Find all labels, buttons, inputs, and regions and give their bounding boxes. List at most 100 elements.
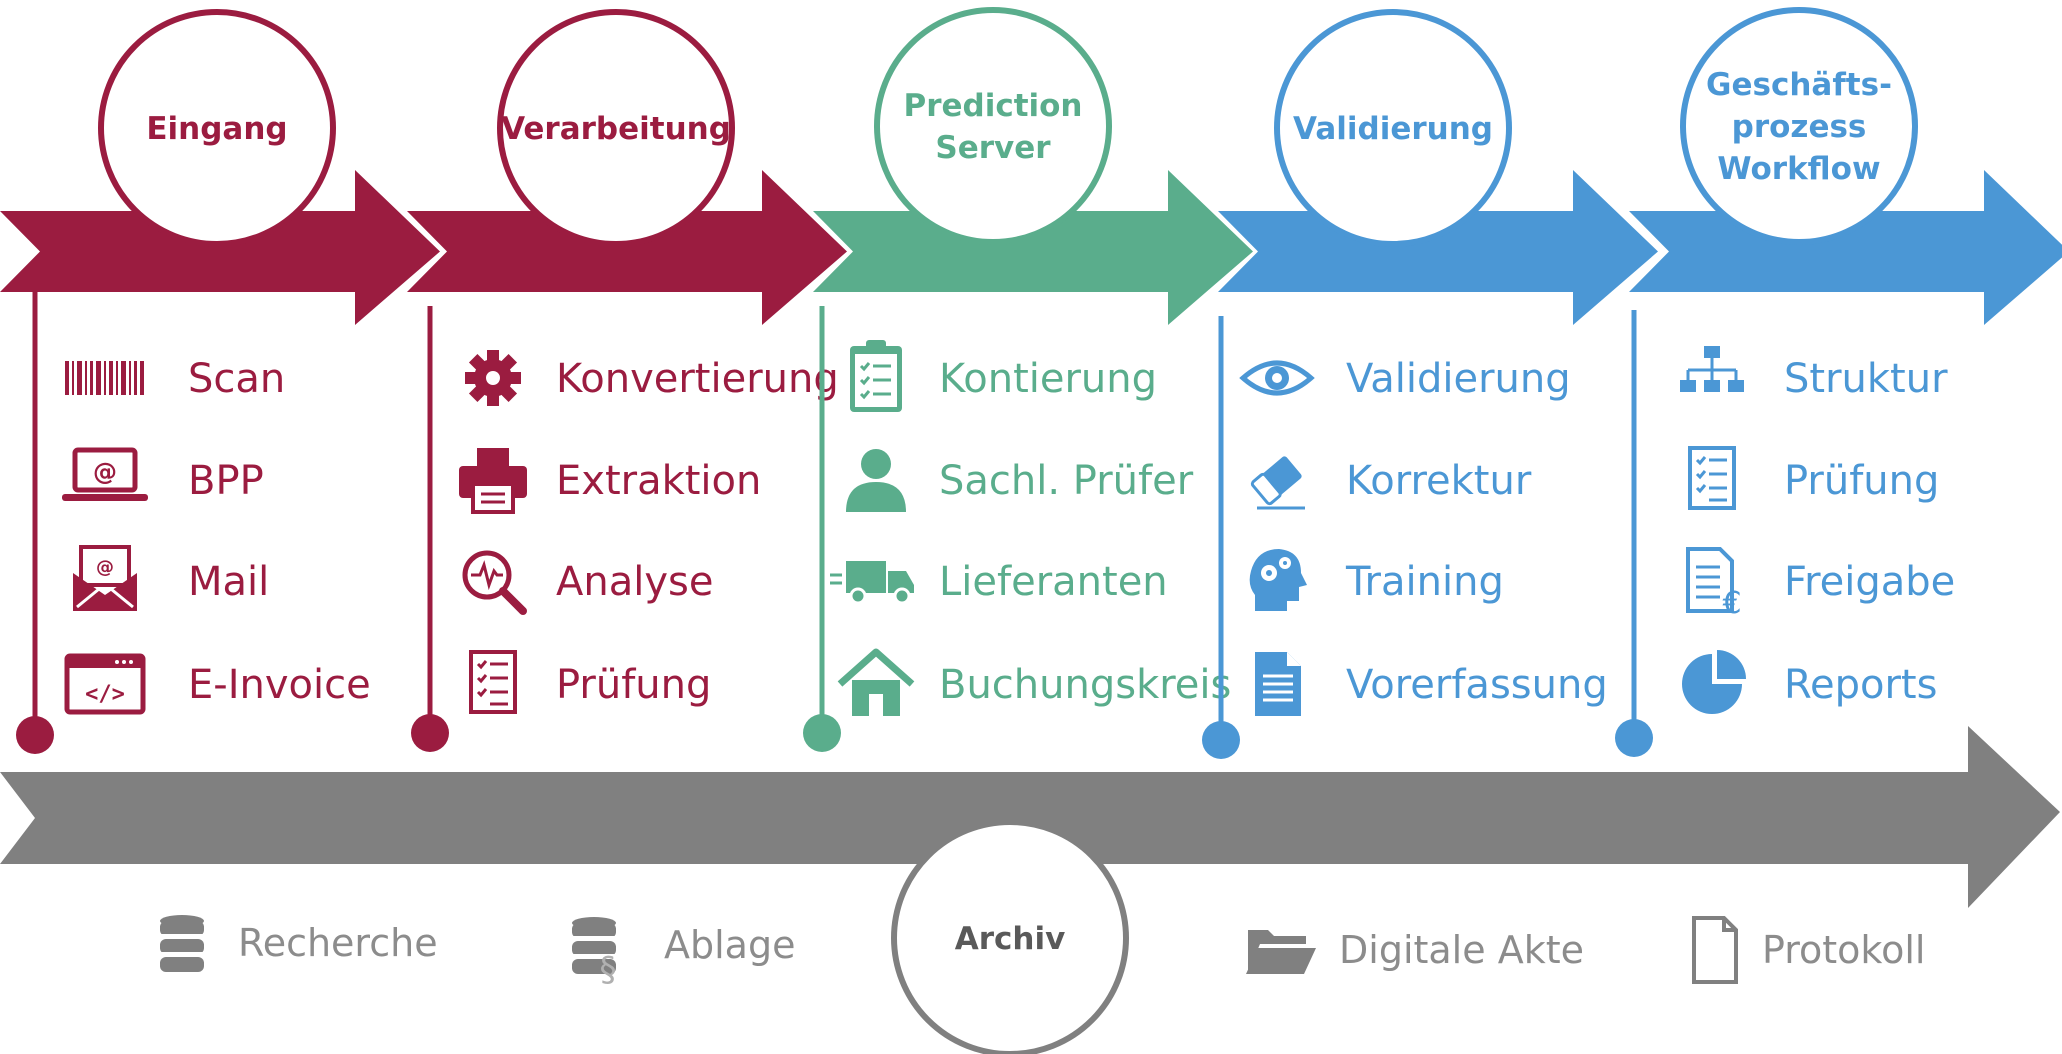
invoice-euro-icon: € (1686, 547, 1742, 621)
item-label: Lieferanten (939, 559, 1168, 605)
stage-item: Buchungskreis (837, 648, 1231, 716)
svg-text:</>: </> (85, 682, 125, 707)
stage-arrow-validierung (1218, 170, 1658, 325)
stage-item: Prüfung (1688, 446, 1939, 510)
head-gears-icon (1249, 549, 1307, 611)
item-label: Buchungskreis (939, 662, 1231, 708)
delivery-truck-icon (830, 561, 914, 605)
laptop-email-icon: @ (62, 447, 148, 501)
pie-chart-icon (1682, 650, 1746, 714)
house-icon (837, 648, 915, 716)
stage-item: € Freigabe (1686, 547, 1955, 621)
clipboard-checklist-icon (850, 340, 902, 412)
item-label: Validierung (1346, 356, 1571, 402)
item-label: Scan (188, 356, 285, 402)
stage-item: Analyse (462, 550, 713, 615)
document-icon (1255, 652, 1301, 716)
open-folder-icon (1246, 930, 1316, 974)
stage-circle (497, 9, 735, 247)
item-label: Korrektur (1346, 458, 1532, 504)
archiv-item-label: Recherche (238, 921, 438, 965)
archiv-item-label: Digitale Akte (1339, 928, 1584, 972)
stage-item: Sachl. Prüfer (846, 449, 1194, 512)
stage-item: </> E-Invoice (64, 653, 371, 715)
item-label: Vorerfassung (1346, 662, 1608, 708)
stage-verarbeitung: VerarbeitungKonvertierungExtraktionAnaly… (411, 9, 839, 752)
code-window-icon: </> (64, 653, 146, 715)
stage-item: @ Mail (73, 545, 269, 611)
stage-item: Lieferanten (830, 559, 1168, 605)
item-label: BPP (188, 458, 264, 504)
printer-icon (459, 448, 527, 514)
item-label: Freigabe (1784, 559, 1955, 605)
stage-validierung: ValidierungValidierungKorrekturTrainingV… (1202, 9, 1608, 759)
archiv-item: § Ablage (572, 917, 795, 990)
stage-item: Scan (65, 356, 285, 402)
stage-item: Reports (1682, 650, 1937, 714)
stage-arrow-geschaeftsprozess-workflow (1629, 170, 2062, 325)
timeline-dot (1202, 721, 1240, 759)
timeline-dot (803, 714, 841, 752)
stage-arrow-eingang (0, 170, 440, 325)
stage-circle (874, 7, 1112, 245)
mail-envelope-icon: @ (73, 545, 137, 611)
barcode-icon (65, 361, 144, 395)
eraser-icon (1250, 456, 1305, 510)
item-label: Prüfung (556, 662, 711, 708)
org-chart-icon (1680, 346, 1744, 392)
gear-icon (465, 350, 521, 406)
svg-text:@: @ (93, 458, 117, 486)
item-label: Sachl. Prüfer (939, 458, 1194, 504)
item-label: E-Invoice (188, 662, 371, 708)
stage-item: Vorerfassung (1255, 652, 1608, 716)
archiv-item-label: Ablage (664, 923, 795, 967)
magnifier-pulse-icon (462, 550, 527, 615)
stage-title: Server (935, 130, 1051, 166)
archiv-item: Digitale Akte (1246, 928, 1584, 974)
stage-item: Validierung (1239, 356, 1571, 402)
stage-item: Kontierung (850, 340, 1157, 412)
timeline-dot (1615, 719, 1653, 757)
stage-title: Validierung (1293, 111, 1493, 147)
stage-item: Korrektur (1250, 456, 1532, 510)
eye-icon (1239, 360, 1315, 396)
stage-title: Geschäfts- (1706, 67, 1892, 103)
stage-item: @ BPP (62, 447, 264, 504)
item-label: Mail (188, 559, 269, 605)
checklist-icon (469, 650, 517, 714)
stage-title: Workflow (1717, 151, 1880, 187)
timeline-dot (411, 714, 449, 752)
stage-title: prozess (1732, 109, 1867, 145)
item-label: Prüfung (1784, 458, 1939, 504)
archiv-item: Protokoll (1692, 916, 1925, 984)
item-label: Kontierung (939, 356, 1157, 402)
checklist-icon (1688, 446, 1736, 510)
archiv-circle (891, 819, 1129, 1054)
svg-text:€: € (1722, 586, 1741, 621)
stage-item: Prüfung (469, 650, 711, 714)
stage-item: Extraktion (459, 448, 761, 514)
stage-circle (98, 9, 336, 247)
item-label: Extraktion (556, 458, 761, 504)
stage-arrow-verarbeitung (407, 170, 847, 325)
blank-page-icon (1692, 916, 1738, 984)
stage-title: Eingang (146, 111, 287, 147)
database-paragraph-icon: § (572, 917, 617, 990)
stage-circle (1680, 7, 1918, 245)
archiv-section: Archiv Recherche § Ablage Digitale Akte Proto… (160, 819, 1925, 1054)
stage-title: Prediction (903, 88, 1082, 124)
archiv-item: Recherche (160, 915, 438, 972)
item-label: Struktur (1784, 356, 1948, 402)
database-icon (160, 915, 204, 972)
svg-text:§: § (600, 950, 617, 990)
item-label: Training (1345, 559, 1504, 605)
stage-item: Konvertierung (465, 350, 839, 406)
stage-arrow-prediction-server (813, 170, 1253, 325)
archiv-title: Archiv (955, 921, 1066, 957)
archiv-arrow (0, 726, 2060, 908)
archiv-item-label: Protokoll (1762, 928, 1925, 972)
stage-circle (1274, 9, 1512, 247)
